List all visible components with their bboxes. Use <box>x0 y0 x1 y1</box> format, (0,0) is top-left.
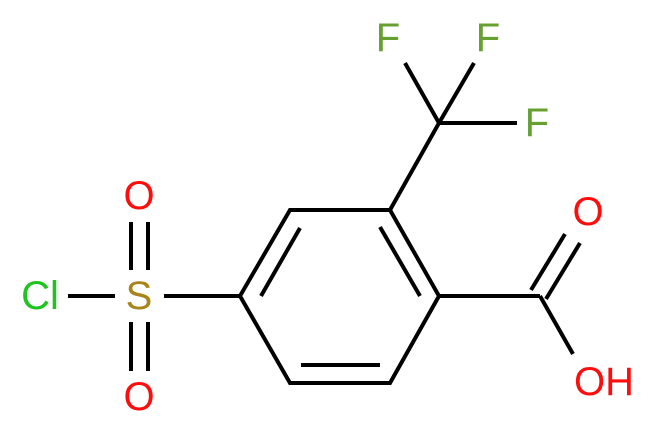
bond-c-f1 <box>403 62 441 124</box>
bond-c-f2 <box>437 61 476 125</box>
atom-o-sulfonyl-bottom: O <box>123 375 154 419</box>
atom-o-carbonyl: O <box>572 190 603 234</box>
atom-f3: F <box>525 101 549 145</box>
ring-inner-bond-left <box>259 227 302 297</box>
atom-s: S <box>126 274 153 318</box>
bond-c-o-double-a <box>529 232 567 292</box>
bond-c-oh <box>538 295 575 355</box>
bonds <box>68 61 582 385</box>
ring-inner-bond-right <box>378 225 422 298</box>
bond-c-o-double-b <box>544 241 582 301</box>
atom-oh: OH <box>574 360 634 404</box>
atom-f2: F <box>476 16 500 60</box>
atom-f1: F <box>376 16 400 60</box>
atom-cl: Cl <box>21 274 59 318</box>
atom-labels: Cl S O O F F F O OH <box>21 16 634 419</box>
bond-ring-cf3 <box>388 122 441 211</box>
benzene-ring <box>237 208 442 385</box>
atom-o-sulfonyl-top: O <box>123 174 154 218</box>
